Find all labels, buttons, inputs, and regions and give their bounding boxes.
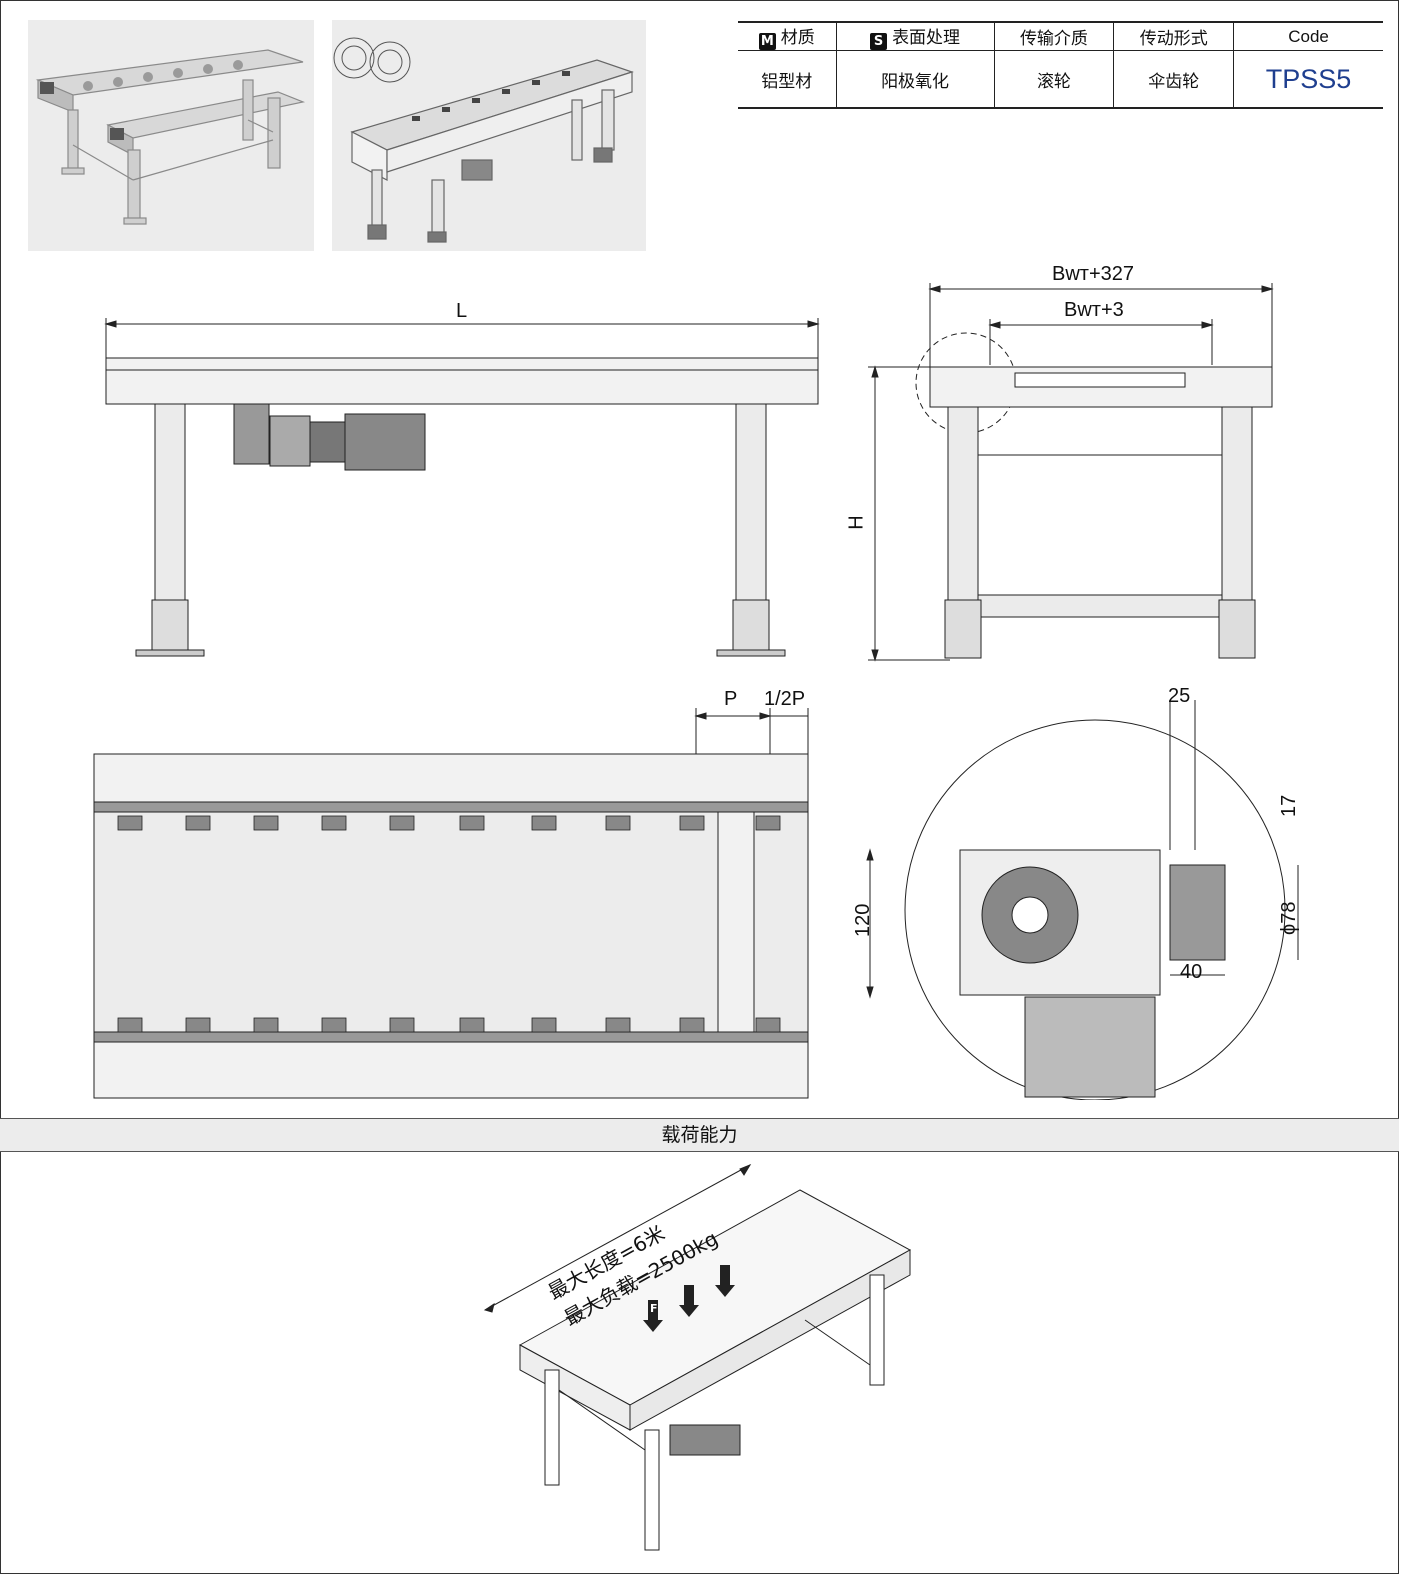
dim-40: 40	[1180, 961, 1203, 983]
value-drive: 伞齿轮	[1113, 50, 1234, 109]
dim-inner-width: Bwт+3	[1064, 299, 1124, 321]
dim-78: ϕ78	[1278, 901, 1300, 935]
dim-half-pitch: 1/2P	[764, 688, 806, 710]
top-view-drawing: P 1/2P	[90, 688, 830, 1108]
material-mark-icon: M	[758, 33, 776, 50]
load-illustration: 最大长度=6米 最大负载=2500kg F	[470, 1160, 930, 1570]
dim-120: 120	[852, 903, 874, 937]
header-medium: 传输介质	[993, 21, 1114, 51]
surface-mark-icon: S	[870, 33, 888, 50]
load-section-title: 载荷能力	[0, 1118, 1399, 1152]
detail-view-drawing: 25 17 120 ϕ78 40	[850, 685, 1330, 1100]
header-code: Code	[1233, 21, 1383, 51]
dim-pitch: P	[724, 688, 738, 710]
dim-outer-width: Bwт+327	[1052, 263, 1134, 285]
dim-length: L	[456, 300, 468, 322]
spec-table-value-row: 铝型材 阳极氧化 滚轮 伞齿轮 TPSS5	[738, 50, 1383, 109]
header-drive: 传动形式	[1113, 21, 1234, 51]
force-label: F	[650, 1302, 658, 1315]
front-view-drawing: L	[100, 300, 830, 670]
header-material-label: 材质	[780, 28, 815, 48]
dim-25: 25	[1168, 685, 1191, 707]
value-medium: 滚轮	[993, 50, 1114, 109]
header-surface-label: 表面处理	[892, 28, 961, 48]
value-surface: 阳极氧化	[835, 50, 995, 109]
value-material: 铝型材	[738, 50, 837, 109]
dim-height: H	[845, 515, 868, 530]
value-code: TPSS5	[1233, 50, 1383, 109]
product-photo-bevel-conveyor	[332, 20, 646, 251]
side-view-drawing: Bwт+327 Bwт+3 H	[846, 255, 1290, 675]
dim-17: 17	[1278, 794, 1300, 817]
product-photo-roller-frame	[28, 20, 314, 251]
